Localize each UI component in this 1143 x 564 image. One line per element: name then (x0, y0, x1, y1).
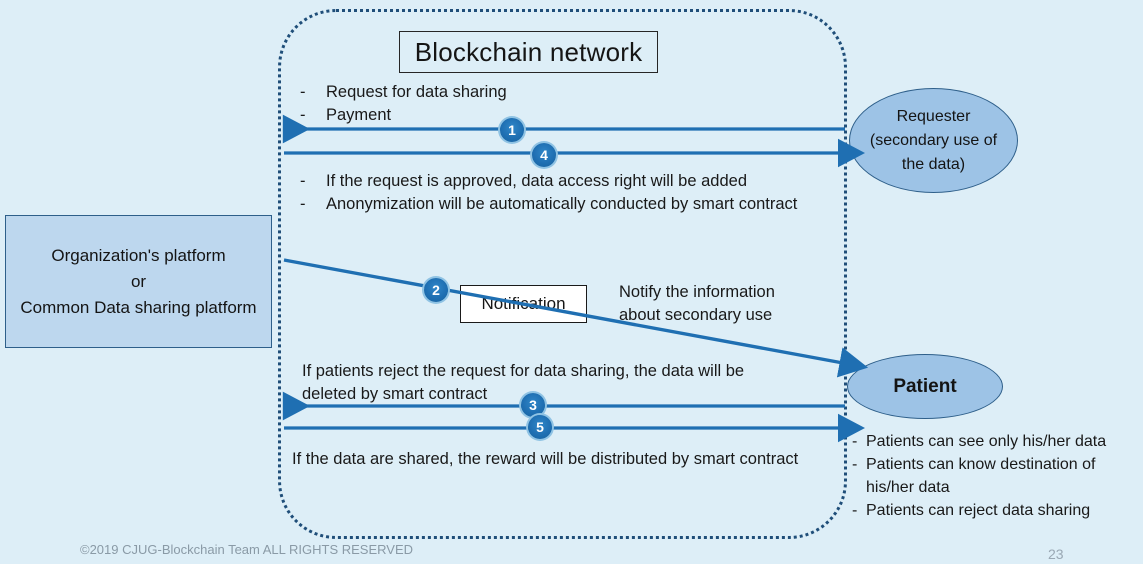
patient-note-2-line-2: his/her data (866, 479, 950, 496)
notification-box: Notification (460, 285, 587, 323)
approved-bullet-2: - Anonymization will be automatically con… (300, 193, 797, 216)
bullet-dash-icon: - (852, 502, 858, 519)
blockchain-network-boundary (278, 9, 847, 539)
bullet-dash-icon: - (300, 172, 306, 190)
step-badge-4: 4 (532, 143, 556, 167)
platform-line-3: Common Data sharing platform (20, 297, 257, 317)
patient-note-3-line-1: Patients can reject data sharing (866, 502, 1091, 519)
patient-note-1-line-1: Patients can see only his/her data (866, 433, 1107, 450)
reward-line: If the data are shared, the reward will … (292, 450, 799, 468)
patient-capabilities-list: - Patients can see only his/her data - P… (852, 430, 1140, 522)
copyright-footer: ©2019 CJUG-Blockchain Team ALL RIGHTS RE… (80, 542, 414, 557)
patient-note-2-line-1: Patients can know destination of (866, 456, 1096, 473)
page-title: Blockchain network (414, 36, 643, 67)
step-badge-5: 5 (528, 415, 552, 439)
reject-line-1: If patients reject the request for data … (302, 362, 745, 380)
platform-line-2: or (130, 271, 147, 291)
blockchain-network-title-box: Blockchain network (399, 31, 658, 73)
bullet-dash-icon: - (300, 106, 306, 124)
step-badge-2: 2 (424, 278, 448, 302)
step-badge-1: 1 (500, 118, 524, 142)
request-bullet-2: - Payment (300, 104, 391, 127)
reject-line-2: deleted by smart contract (302, 385, 488, 403)
platform-line-1: Organization's platform (51, 245, 226, 265)
list-item: his/her data (852, 476, 1140, 499)
bullet-dash-icon: - (852, 456, 858, 473)
requester-line-3: the data) (901, 155, 966, 173)
notification-label: Notification (481, 294, 566, 313)
requester-line-1: Requester (896, 107, 971, 125)
request-bullet-1-text: Request for data sharing (326, 83, 507, 101)
bullet-dash-icon: - (300, 83, 306, 101)
bullet-dash-icon: - (852, 433, 858, 450)
page-number: 23 (1048, 546, 1064, 562)
notify-line-2: about secondary use (619, 306, 773, 324)
organization-platform-box: Organization's platform or Common Data s… (5, 215, 272, 348)
list-item: - Patients can see only his/her data (852, 430, 1140, 453)
patient-node: Patient (847, 354, 1003, 419)
requester-line-2: (secondary use of (869, 131, 998, 149)
approved-bullet-1-text: If the request is approved, data access … (326, 172, 747, 190)
notify-line-1: Notify the information (619, 283, 775, 301)
request-bullet-2-text: Payment (326, 106, 392, 124)
approved-bullet-1: - If the request is approved, data access… (300, 170, 747, 193)
bullet-dash-icon: - (300, 195, 306, 213)
step-badge-3: 3 (521, 393, 545, 417)
approved-bullet-2-text: Anonymization will be automatically cond… (326, 195, 798, 213)
requester-node: Requester (secondary use of the data) (849, 88, 1018, 193)
list-item: - Patients can know destination of (852, 453, 1140, 476)
list-item: - Patients can reject data sharing (852, 499, 1140, 522)
patient-label: Patient (893, 375, 957, 397)
request-bullet-1: - Request for data sharing (300, 81, 507, 104)
